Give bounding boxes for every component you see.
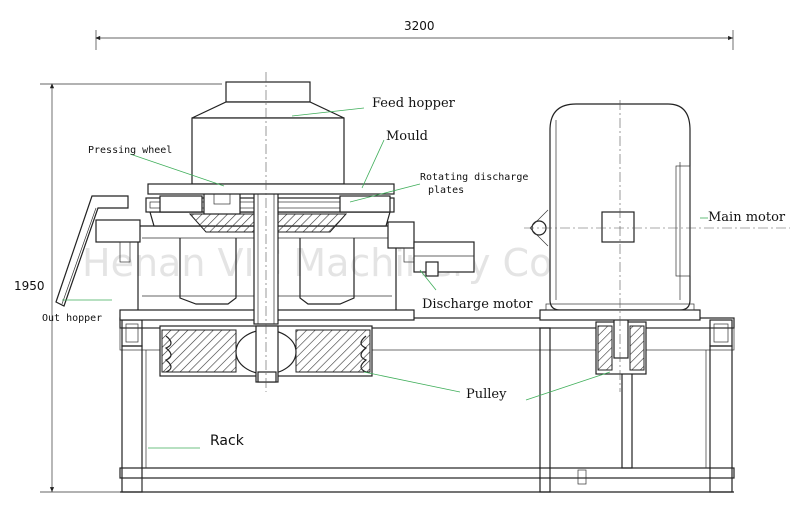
motor-pulley xyxy=(595,317,647,375)
main-motor xyxy=(529,103,701,321)
feed-hopper xyxy=(147,81,395,195)
out-hopper xyxy=(55,195,129,307)
label-out-hopper: Out hopper xyxy=(42,313,102,324)
label-discharge-motor: Discharge motor xyxy=(422,297,533,312)
label-mould: Mould xyxy=(386,129,428,144)
width-dimension: 3200 xyxy=(95,19,734,50)
label-pressing-wheel: Pressing wheel xyxy=(88,145,172,156)
discharge-motor xyxy=(413,241,475,277)
width-dimension-label: 3200 xyxy=(404,19,435,33)
label-rack: Rack xyxy=(210,433,245,449)
leader-lines xyxy=(62,107,708,449)
height-dimension-label: 1950 xyxy=(14,279,45,293)
height-dimension: 1950 xyxy=(14,83,222,493)
label-pulley: Pulley xyxy=(466,387,507,402)
label-rotating-discharge-1: Rotating discharge xyxy=(420,172,528,183)
label-rotating-discharge-2: plates xyxy=(428,185,464,196)
label-feed-hopper: Feed hopper xyxy=(372,96,456,111)
rack-frame xyxy=(119,317,735,493)
label-main-motor: Main motor xyxy=(708,210,786,225)
